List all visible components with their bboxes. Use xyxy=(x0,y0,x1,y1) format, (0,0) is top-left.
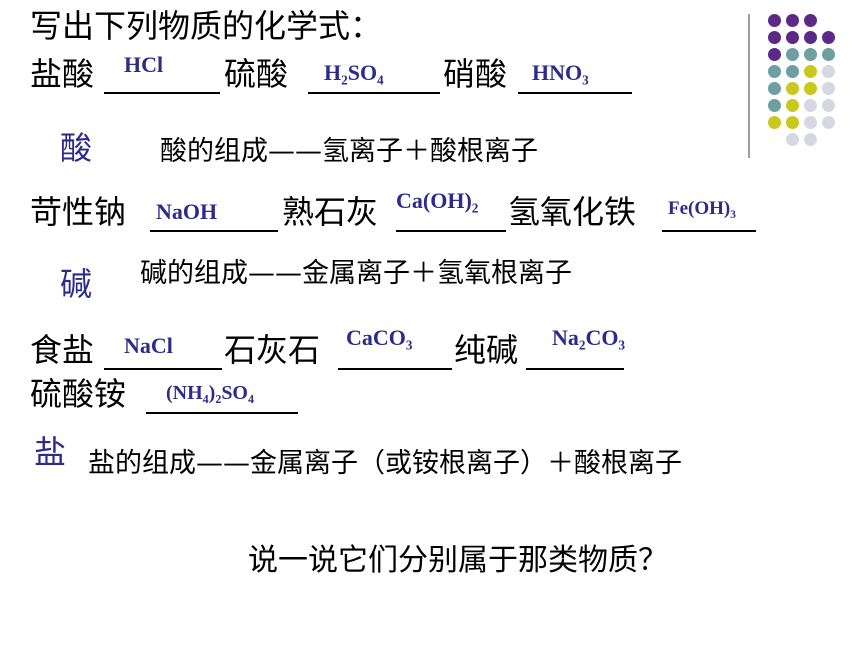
answer-hcl: HCl xyxy=(124,52,164,77)
category-base: 碱 xyxy=(60,265,93,303)
dot xyxy=(822,99,835,112)
answer-na2co3: Na₂CO₃ xyxy=(552,325,626,350)
item-caustic-soda: 苛性钠 xyxy=(30,193,127,231)
dot xyxy=(786,48,799,61)
dot xyxy=(804,14,817,27)
answer-blank xyxy=(150,230,278,232)
dot xyxy=(768,65,781,78)
item-limestone: 石灰石 xyxy=(224,331,321,369)
answer-blank xyxy=(146,412,298,414)
item-soda-ash: 纯碱 xyxy=(454,331,519,369)
dot xyxy=(804,65,817,78)
dot xyxy=(786,133,799,146)
base-composition: 碱的组成——金属离子＋氢氧根离子 xyxy=(140,258,572,289)
discussion-question: 说一说它们分别属于那类物质？ xyxy=(248,543,668,578)
answer-blank xyxy=(526,368,624,370)
item-nitric-acid: 硝酸 xyxy=(443,55,508,93)
dot xyxy=(786,99,799,112)
category-salt: 盐 xyxy=(34,433,67,471)
item-ferric-hydroxide: 氢氧化铁 xyxy=(508,193,637,231)
answer-blank xyxy=(338,368,452,370)
item-sulfuric-acid: 硫酸 xyxy=(224,55,289,93)
dot xyxy=(804,82,817,95)
dot xyxy=(768,99,781,112)
item-slaked-lime: 熟石灰 xyxy=(282,193,379,231)
answer-blank xyxy=(104,368,222,370)
dot xyxy=(822,48,835,61)
dot xyxy=(768,82,781,95)
item-hydrochloric-acid: 盐酸 xyxy=(30,55,95,93)
dot xyxy=(822,116,835,129)
answer-naoh: NaOH xyxy=(156,199,218,224)
answer-caco3: CaCO₃ xyxy=(346,325,413,350)
dot xyxy=(822,82,835,95)
dot xyxy=(804,99,817,112)
answer-caoh2: Ca(OH)₂ xyxy=(396,188,479,213)
item-table-salt: 食盐 xyxy=(30,331,95,369)
dot xyxy=(786,31,799,44)
category-acid: 酸 xyxy=(60,129,93,167)
dot xyxy=(786,82,799,95)
dot xyxy=(804,133,817,146)
acid-composition: 酸的组成——氢离子＋酸根离子 xyxy=(160,136,538,167)
divider-line xyxy=(748,14,750,158)
answer-feoh3: Fe(OH)₃ xyxy=(668,198,736,219)
dot xyxy=(804,48,817,61)
page-title: 写出下列物质的化学式： xyxy=(30,7,383,45)
answer-blank xyxy=(308,92,440,94)
dot xyxy=(768,116,781,129)
item-ammonium-sulfate: 硫酸铵 xyxy=(30,375,127,413)
answer-h2so4: H₂SO₄ xyxy=(324,60,384,85)
answer-blank xyxy=(396,230,506,232)
dot xyxy=(822,31,835,44)
dot xyxy=(786,65,799,78)
dot xyxy=(822,65,835,78)
answer-blank xyxy=(662,230,756,232)
dot xyxy=(804,116,817,129)
salt-composition: 盐的组成——金属离子（或铵根离子）＋酸根离子 xyxy=(88,448,682,479)
dot xyxy=(768,48,781,61)
dot xyxy=(786,14,799,27)
dot xyxy=(768,14,781,27)
answer-nh42so4: (NH₄)₂SO₄ xyxy=(166,382,254,404)
answer-nacl: NaCl xyxy=(124,333,173,358)
answer-hno3: HNO₃ xyxy=(532,60,589,85)
dot xyxy=(786,116,799,129)
answer-blank xyxy=(104,92,220,94)
dot xyxy=(768,31,781,44)
dot xyxy=(804,31,817,44)
answer-blank xyxy=(518,92,632,94)
